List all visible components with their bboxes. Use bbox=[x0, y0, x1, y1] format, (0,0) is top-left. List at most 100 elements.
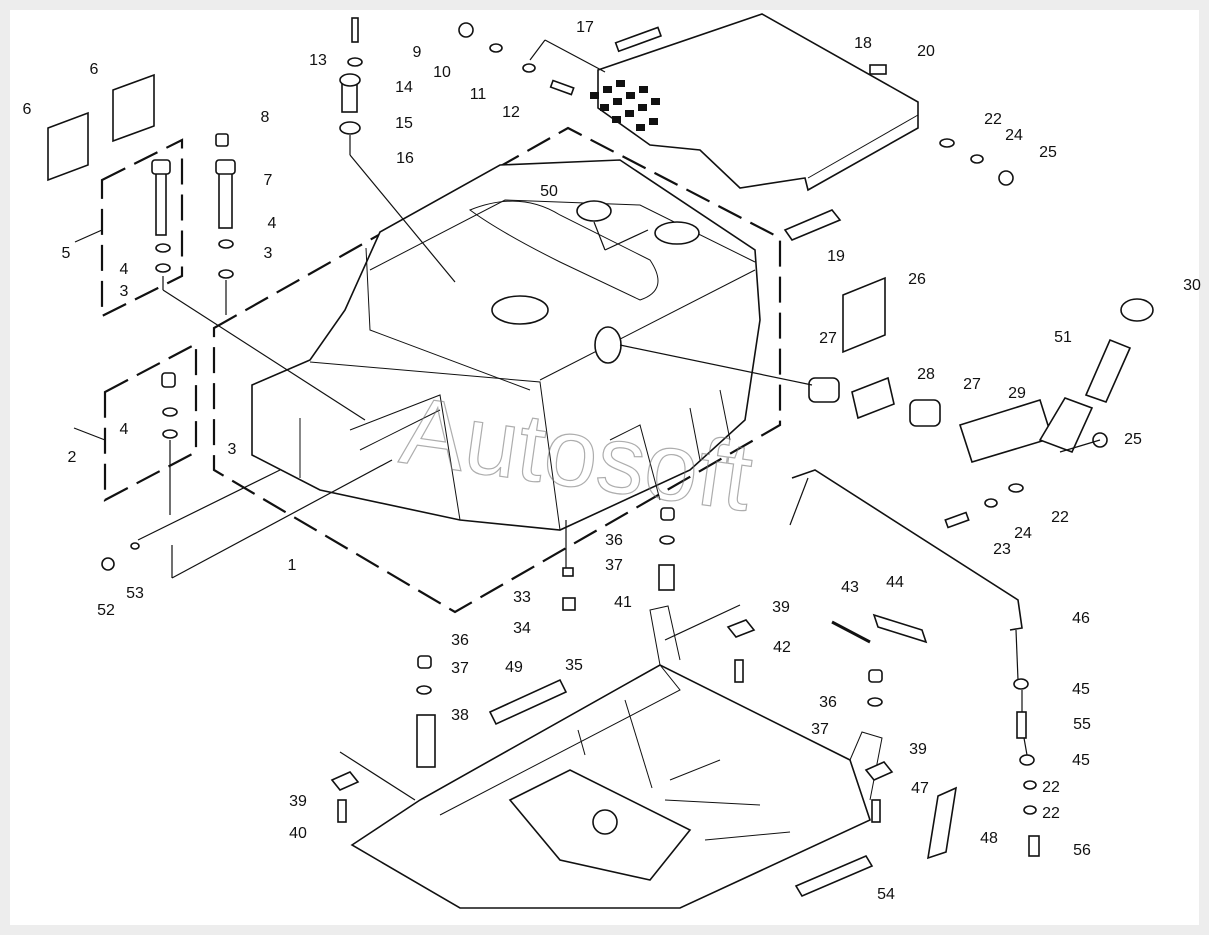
callout-7: 7 bbox=[264, 172, 273, 189]
callout-52: 52 bbox=[97, 602, 115, 619]
clamp-27b bbox=[909, 399, 941, 427]
strip-48 bbox=[926, 786, 958, 860]
callout-13: 13 bbox=[309, 52, 327, 69]
callout-8: 8 bbox=[261, 109, 270, 126]
callout-33: 33 bbox=[513, 589, 531, 606]
callout-4: 4 bbox=[120, 421, 129, 438]
strip-49 bbox=[488, 678, 568, 726]
strip-19 bbox=[783, 209, 842, 241]
bolt-13 bbox=[351, 17, 359, 43]
sleeve-55 bbox=[1016, 711, 1027, 739]
callout-39: 39 bbox=[909, 741, 927, 758]
callout-46: 46 bbox=[1072, 610, 1090, 627]
callout-22: 22 bbox=[1051, 509, 1069, 526]
tank-assembly-frame bbox=[212, 126, 782, 614]
mounting-bracket bbox=[350, 605, 883, 909]
callout-47: 47 bbox=[911, 780, 929, 797]
callout-19: 19 bbox=[827, 248, 845, 265]
callout-16: 16 bbox=[396, 150, 414, 167]
callout-4: 4 bbox=[120, 261, 129, 278]
strip-54 bbox=[794, 854, 874, 898]
callout-39: 39 bbox=[772, 599, 790, 616]
callout-37: 37 bbox=[811, 721, 829, 738]
fuel-tank bbox=[251, 159, 761, 531]
callout-39: 39 bbox=[289, 793, 307, 810]
callout-28: 28 bbox=[917, 366, 935, 383]
screw-20 bbox=[869, 64, 887, 75]
callout-51: 51 bbox=[1054, 329, 1072, 346]
bolt-5 bbox=[155, 164, 167, 236]
callout-30: 30 bbox=[1183, 277, 1201, 294]
callout-22: 22 bbox=[1042, 805, 1060, 822]
callout-41: 41 bbox=[614, 594, 632, 611]
pad-6a bbox=[47, 111, 89, 182]
callout-14: 14 bbox=[395, 79, 413, 96]
group-2-frame bbox=[103, 342, 198, 502]
callout-53: 53 bbox=[126, 585, 144, 602]
callout-18: 18 bbox=[854, 35, 872, 52]
callout-25: 25 bbox=[1039, 144, 1057, 161]
callout-37: 37 bbox=[605, 557, 623, 574]
strip-44 bbox=[872, 613, 928, 644]
callout-24: 24 bbox=[1014, 525, 1032, 542]
callout-36: 36 bbox=[451, 632, 469, 649]
cover-plate-18 bbox=[590, 13, 919, 192]
callout-27: 27 bbox=[963, 376, 981, 393]
small-parts bbox=[47, 17, 1154, 898]
spacer-41 bbox=[658, 564, 675, 591]
clamp-27a bbox=[808, 377, 840, 403]
callout-3: 3 bbox=[264, 245, 273, 262]
strainer-51 bbox=[1084, 338, 1132, 403]
tube-46 bbox=[791, 469, 1023, 631]
sleeve-28 bbox=[851, 376, 895, 420]
callout-4: 4 bbox=[268, 215, 277, 232]
callout-11: 11 bbox=[470, 86, 487, 103]
callout-45: 45 bbox=[1072, 752, 1090, 769]
callout-1: 1 bbox=[288, 557, 297, 574]
callout-12: 12 bbox=[502, 104, 520, 121]
callout-35: 35 bbox=[565, 657, 583, 674]
fitting-8 bbox=[215, 133, 229, 147]
callout-5: 5 bbox=[62, 245, 71, 262]
pad-26 bbox=[842, 276, 886, 354]
callout-40: 40 bbox=[289, 825, 307, 842]
plug-2 bbox=[161, 372, 176, 388]
callout-3: 3 bbox=[228, 441, 237, 458]
callout-38: 38 bbox=[451, 707, 469, 724]
callout-9: 9 bbox=[413, 44, 422, 61]
callout-36: 36 bbox=[819, 694, 837, 711]
callout-34: 34 bbox=[513, 620, 531, 637]
callout-43: 43 bbox=[841, 579, 859, 596]
callout-29: 29 bbox=[1008, 385, 1026, 402]
callout-22: 22 bbox=[984, 111, 1002, 128]
spacer-38 bbox=[416, 714, 436, 768]
callout-50: 50 bbox=[540, 183, 558, 200]
callout-10: 10 bbox=[433, 64, 451, 81]
pad-6b bbox=[112, 73, 155, 143]
callout-24: 24 bbox=[1005, 127, 1023, 144]
cap-50 bbox=[576, 200, 612, 222]
callout-23: 23 bbox=[993, 541, 1011, 558]
callout-25: 25 bbox=[1124, 431, 1142, 448]
callout-45: 45 bbox=[1072, 681, 1090, 698]
assembly-frames bbox=[100, 126, 782, 614]
cap-30 bbox=[1120, 298, 1154, 322]
callout-labels: 1233344456678910111213141516171819202222… bbox=[23, 19, 1201, 903]
callout-6: 6 bbox=[23, 101, 32, 118]
tube-7 bbox=[218, 169, 233, 229]
callout-20: 20 bbox=[917, 43, 935, 60]
callout-17: 17 bbox=[576, 19, 594, 36]
neck-29 bbox=[1038, 397, 1094, 454]
leader-lines bbox=[73, 39, 1101, 801]
callout-48: 48 bbox=[980, 830, 998, 847]
callout-42: 42 bbox=[773, 639, 791, 656]
callout-56: 56 bbox=[1073, 842, 1091, 859]
callout-55: 55 bbox=[1073, 716, 1091, 733]
callout-15: 15 bbox=[395, 115, 413, 132]
callout-49: 49 bbox=[505, 659, 523, 676]
callout-6: 6 bbox=[90, 61, 99, 78]
callout-3: 3 bbox=[120, 283, 129, 300]
callout-54: 54 bbox=[877, 886, 895, 903]
callout-27: 27 bbox=[819, 330, 837, 347]
